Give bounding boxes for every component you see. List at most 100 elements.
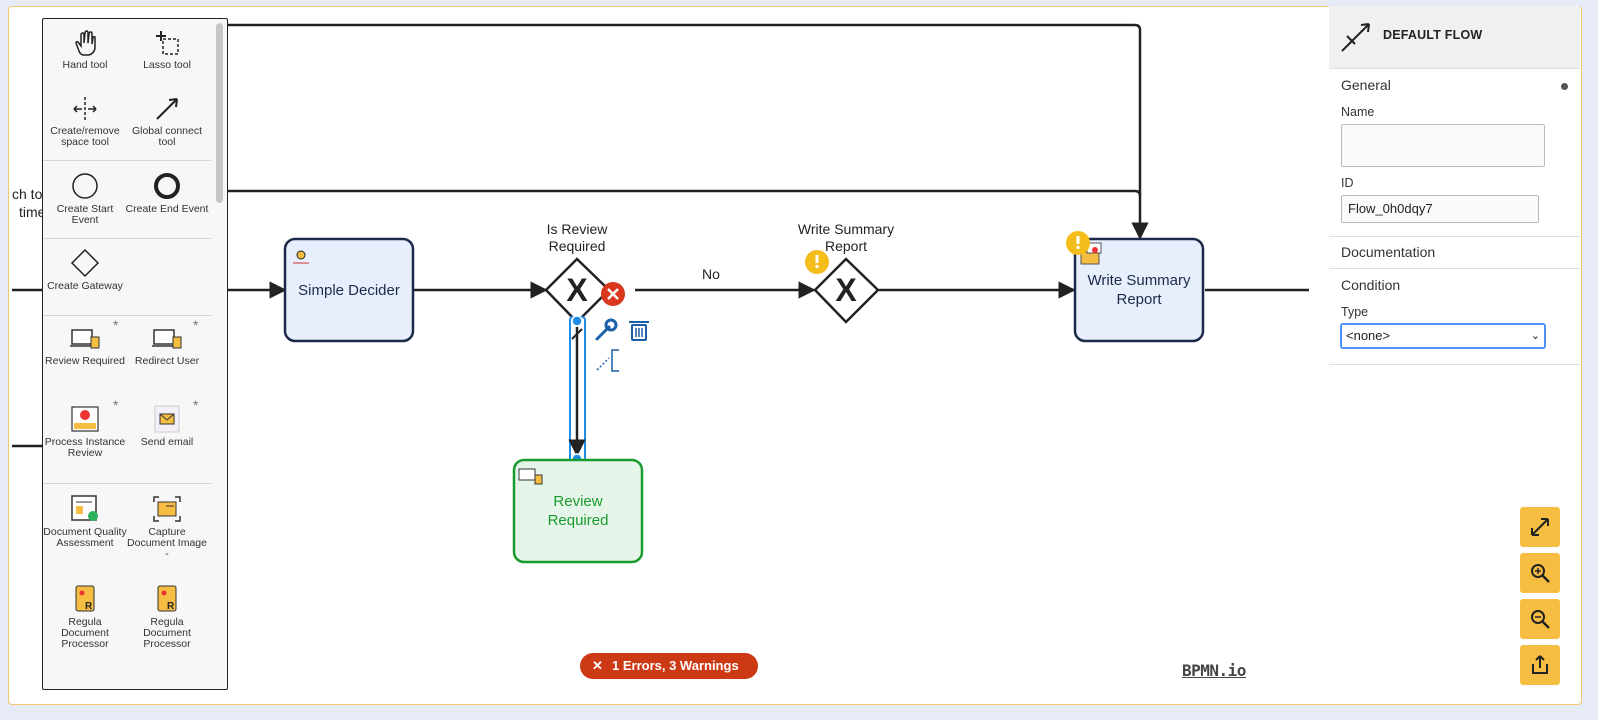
type-label: Type bbox=[1341, 305, 1369, 319]
zoom-in-button[interactable] bbox=[1520, 553, 1560, 593]
review-icon bbox=[71, 406, 99, 432]
flow-handle-start[interactable] bbox=[571, 315, 583, 327]
palette-capture-document-image[interactable]: Capture Document Image - bbox=[125, 494, 209, 560]
gateway-icon bbox=[70, 248, 100, 278]
gateway2-label-line2: Report bbox=[825, 238, 867, 254]
fullscreen-button[interactable] bbox=[1520, 507, 1560, 547]
zoom-in-icon bbox=[1531, 564, 1550, 583]
close-icon: ✕ bbox=[592, 658, 603, 673]
wrench-icon[interactable] bbox=[595, 318, 618, 341]
palette-redirect-user[interactable]: Redirect User bbox=[125, 327, 209, 367]
text-annotation-icon[interactable] bbox=[596, 349, 619, 372]
palette-hand-tool[interactable]: Hand tool bbox=[43, 29, 127, 71]
task-simple-decider[interactable]: Simple Decider bbox=[283, 237, 415, 343]
email-icon bbox=[154, 405, 180, 433]
palette-regula-document-processor-2[interactable]: R Regula Document Processor bbox=[125, 584, 209, 650]
gateway-x-mark: X bbox=[835, 272, 857, 308]
palette-space-tool[interactable]: Create/remove space tool bbox=[43, 95, 127, 148]
sequence-flow-top[interactable] bbox=[219, 23, 1149, 240]
palette-label: Global connect tool bbox=[131, 125, 203, 148]
task-simple-decider-label: Simple Decider bbox=[298, 282, 400, 299]
export-button[interactable] bbox=[1520, 645, 1560, 685]
tool-palette: Hand tool Lasso tool Create/remove space… bbox=[42, 18, 228, 690]
decision-icon bbox=[293, 250, 309, 264]
group-general[interactable]: General Name ID Flow_0h0dqy7 bbox=[1329, 69, 1580, 237]
palette-label: Create Start Event bbox=[56, 203, 114, 226]
service-task-icon bbox=[1080, 242, 1102, 265]
properties-panel: DEFAULT FLOW General Name ID Flow_0h0dqy… bbox=[1329, 6, 1580, 378]
user-task-icon bbox=[70, 329, 100, 349]
group-documentation-title[interactable]: Documentation bbox=[1341, 244, 1436, 260]
palette-label: Hand tool bbox=[62, 59, 108, 71]
custom-marker: * bbox=[113, 397, 119, 413]
diagram-svg[interactable]: Simple Decider X Is Review Required X Wr… bbox=[9, 7, 1581, 704]
palette-create-start-event[interactable]: Create Start Event bbox=[43, 171, 127, 226]
trash-icon[interactable] bbox=[629, 321, 649, 341]
palette-label: Review Required bbox=[45, 355, 125, 367]
flow-label-no: No bbox=[702, 266, 720, 282]
palette-global-connect-tool[interactable]: Global connect tool bbox=[125, 95, 209, 148]
palette-label: Lasso tool bbox=[143, 59, 191, 71]
group-condition-title[interactable]: Condition bbox=[1341, 277, 1401, 293]
gateway-is-review-required[interactable]: X Is Review Required bbox=[544, 221, 611, 324]
palette-label: Document Quality Assessment bbox=[43, 526, 127, 549]
default-flow-selected[interactable] bbox=[568, 315, 586, 468]
palette-regula-document-processor[interactable]: R Regula Document Processor bbox=[43, 584, 127, 650]
lasso-icon bbox=[156, 31, 179, 55]
zoom-out-button[interactable] bbox=[1520, 599, 1560, 639]
gateway1-label-line1: Is Review bbox=[547, 221, 609, 237]
properties-header: DEFAULT FLOW bbox=[1329, 6, 1580, 69]
condition-type-value: <none> bbox=[1346, 328, 1391, 343]
task-write-summary-report[interactable]: Write Summary Report bbox=[1073, 237, 1205, 343]
group-condition[interactable]: Condition Type <none> ⌄ bbox=[1329, 269, 1580, 365]
palette-create-end-event[interactable]: Create End Event bbox=[125, 171, 209, 215]
palette-label: Create Gateway bbox=[47, 280, 123, 292]
properties-title: DEFAULT FLOW bbox=[1383, 28, 1483, 42]
id-field[interactable]: Flow_0h0dqy7 bbox=[1341, 195, 1539, 223]
task-review-label-line1: Review bbox=[553, 493, 602, 510]
palette-lasso-tool[interactable]: Lasso tool bbox=[125, 29, 209, 71]
palette-scrollbar[interactable] bbox=[216, 23, 223, 203]
bpmn-canvas[interactable]: Simple Decider X Is Review Required X Wr… bbox=[8, 6, 1582, 705]
partial-label-2: time bbox=[19, 204, 46, 220]
error-marker-icon[interactable] bbox=[601, 282, 625, 306]
palette-label: Send email bbox=[140, 436, 194, 448]
svg-text:R: R bbox=[85, 601, 93, 612]
hand-icon bbox=[75, 30, 96, 56]
user-task-icon bbox=[518, 468, 543, 485]
group-documentation[interactable]: Documentation bbox=[1329, 237, 1580, 269]
share-icon bbox=[1532, 655, 1548, 674]
palette-create-gateway[interactable]: Create Gateway bbox=[43, 248, 127, 292]
palette-label: Regula Document Processor bbox=[143, 616, 191, 650]
gateway-write-summary-report[interactable]: X Write Summary Report bbox=[798, 221, 894, 324]
expand-icon bbox=[1531, 518, 1549, 536]
palette-label: Redirect User bbox=[134, 355, 200, 367]
custom-marker: * bbox=[193, 397, 199, 413]
palette-process-instance-review[interactable]: Process Instance Review bbox=[43, 404, 127, 459]
task-write-summary-label-line2: Report bbox=[1116, 291, 1162, 308]
palette-label: Capture Document Image - bbox=[127, 526, 207, 560]
task-review-required[interactable]: Review Required bbox=[512, 458, 644, 564]
palette-send-email[interactable]: Send email bbox=[125, 404, 209, 448]
condition-type-select[interactable]: <none> ⌄ bbox=[1341, 324, 1545, 348]
user-task-icon bbox=[152, 329, 182, 349]
space-tool-icon bbox=[73, 97, 97, 121]
gateway-x-mark: X bbox=[566, 272, 588, 308]
lint-status-badge[interactable]: ✕ 1 Errors, 3 Warnings bbox=[580, 653, 758, 679]
default-flow-icon bbox=[1341, 23, 1370, 52]
warning-marker-icon[interactable] bbox=[805, 250, 829, 274]
warning-marker-icon[interactable] bbox=[1066, 231, 1090, 255]
regula-icon: R bbox=[75, 585, 95, 612]
capture-icon bbox=[153, 496, 181, 522]
custom-marker: * bbox=[113, 317, 119, 333]
palette-document-quality-assessment[interactable]: Document Quality Assessment bbox=[43, 494, 127, 549]
palette-review-required[interactable]: Review Required bbox=[43, 327, 127, 367]
sequence-flow-middle[interactable] bbox=[219, 189, 1142, 197]
task-review-label-line2: Required bbox=[548, 512, 609, 529]
id-label: ID bbox=[1341, 176, 1354, 190]
bpmn-io-logo[interactable]: BPMN.io bbox=[1182, 661, 1246, 680]
gateway1-label-line2: Required bbox=[549, 238, 606, 254]
connect-icon bbox=[156, 98, 178, 120]
name-field[interactable] bbox=[1341, 124, 1545, 167]
group-general-title[interactable]: General bbox=[1341, 77, 1391, 93]
